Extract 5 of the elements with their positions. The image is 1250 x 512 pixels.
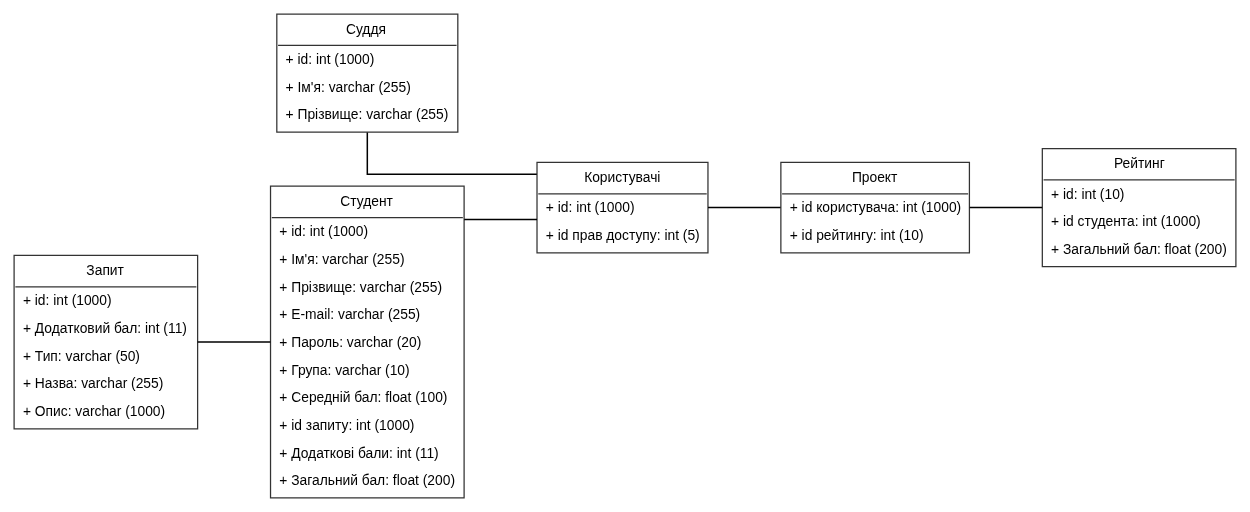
connector [463, 218, 538, 221]
connector [707, 206, 782, 209]
connector [196, 341, 272, 343]
connector [968, 206, 1043, 209]
connector [366, 131, 538, 176]
